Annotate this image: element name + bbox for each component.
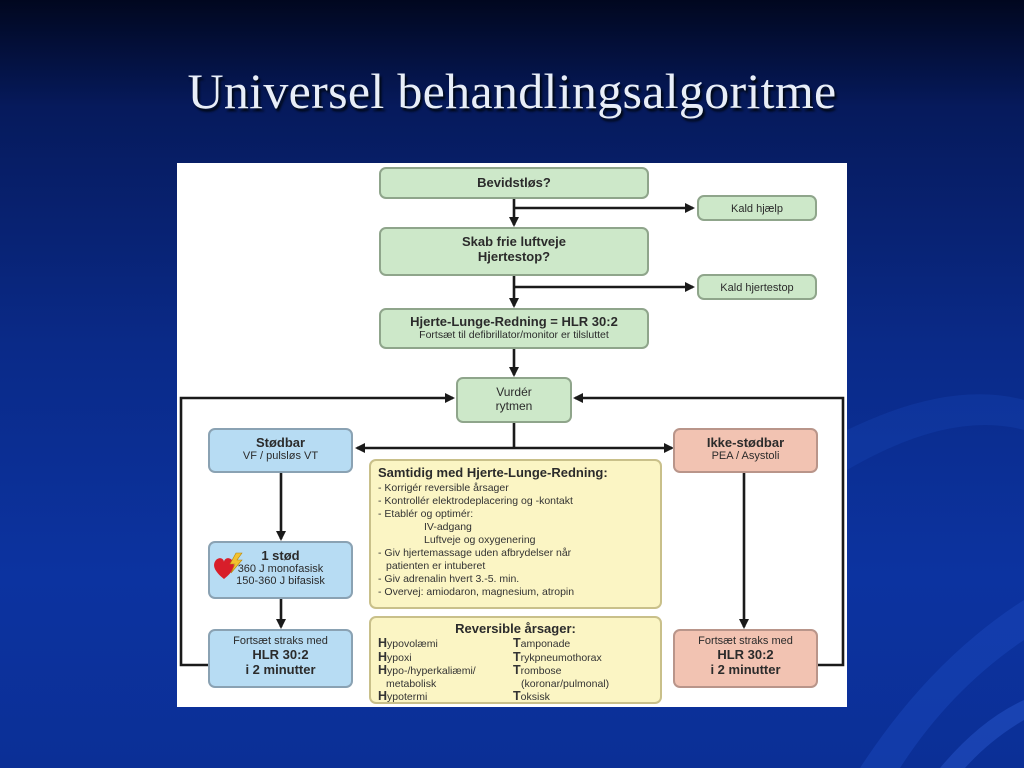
- simultaneous-title: Samtidig med Hjerte-Lunge-Redning:: [378, 465, 608, 480]
- node-assess-line1: Vurdér: [496, 385, 532, 399]
- node-continue-left-line2: HLR 30:2: [252, 647, 309, 662]
- reversible-t-list: Tamponade Trykpneumothorax Trombose (kor…: [513, 637, 609, 704]
- node-continue-left-line3: i 2 minutter: [245, 662, 316, 677]
- node-call-help: Kald hjælp: [697, 195, 817, 221]
- loop-right: [573, 393, 845, 667]
- simultaneous-item: - Etablér og optimér:: [378, 508, 474, 520]
- node-cpr-title: Hjerte-Lunge-Redning = HLR 30:2: [410, 314, 618, 329]
- node-call-arrest: Kald hjertestop: [697, 274, 817, 300]
- node-call-help-label: Kald hjælp: [731, 203, 783, 215]
- simultaneous-item: - Korrigér reversible årsager: [378, 482, 509, 494]
- simultaneous-item: - Giv adrenalin hvert 3.-5. min.: [378, 573, 520, 585]
- reversible-item: Hypoxi: [378, 649, 412, 664]
- reversible-item: Toksisk: [513, 689, 550, 703]
- node-continue-right-line1: Fortsæt straks med: [698, 635, 793, 647]
- node-airway: Skab frie luftveje Hjertestop?: [379, 227, 649, 276]
- simultaneous-list: - Korrigér reversible årsager - Kontroll…: [378, 482, 652, 599]
- reversible-item: Hypovolæmi: [378, 636, 438, 650]
- loop-left: [179, 393, 455, 667]
- flow-arrows: [179, 199, 845, 667]
- slide-title: Universel behandlingsalgoritme: [187, 63, 837, 119]
- node-airway-line1: Skab frie luftveje: [461, 234, 567, 249]
- node-shock: 1 stød 360 J monofasisk 150-360 J bifasi…: [208, 541, 353, 599]
- node-continue-right-line2: HLR 30:2: [717, 647, 774, 662]
- reversible-title: Reversible årsager:: [455, 621, 576, 636]
- node-shockable-title: Stødbar: [255, 435, 306, 450]
- simultaneous-item: IV-adgang: [424, 521, 472, 533]
- node-shock-line1: 360 J monofasisk: [237, 563, 324, 575]
- node-unconscious: Bevidstløs?: [379, 167, 649, 199]
- node-shock-line2: 150-360 J bifasisk: [236, 575, 325, 587]
- reversible-box: Reversible årsager: Hypovolæmi Hypoxi Hy…: [369, 616, 662, 704]
- node-continue-left: Fortsæt straks med HLR 30:2 i 2 minutter: [208, 629, 353, 688]
- node-nonshockable-subtitle: PEA / Asystoli: [711, 450, 780, 462]
- heart-lightning-icon: [214, 552, 243, 579]
- node-shockable-subtitle: VF / pulsløs VT: [242, 450, 319, 462]
- simultaneous-item: patienten er intuberet: [386, 560, 486, 572]
- node-shockable: Stødbar VF / pulsløs VT: [208, 428, 353, 473]
- reversible-item: Hypo-/hyperkaliæmi/: [378, 663, 476, 677]
- node-cpr: Hjerte-Lunge-Redning = HLR 30:2 Fortsæt …: [379, 308, 649, 349]
- reversible-item: Trombose: [513, 663, 562, 677]
- node-call-arrest-label: Kald hjertestop: [720, 282, 794, 294]
- node-cpr-subtitle: Fortsæt til defibrillator/monitor er til…: [419, 329, 609, 341]
- reversible-item: metabolisk: [386, 677, 437, 690]
- simultaneous-item: - Kontrollér elektrodeplacering og -kont…: [378, 495, 573, 507]
- simultaneous-item: - Overvej: amiodaron, magnesium, atropin: [378, 586, 575, 598]
- reversible-item: Tamponade: [513, 636, 571, 650]
- reversible-item: (koronar/pulmonal): [521, 677, 610, 690]
- reversible-item: Trykpneumothorax: [513, 649, 602, 664]
- node-assess-line2: rytmen: [495, 399, 533, 413]
- node-continue-right: Fortsæt straks med HLR 30:2 i 2 minutter: [673, 629, 818, 688]
- simultaneous-item: Luftveje og oxygenering: [424, 534, 536, 546]
- reversible-item: Hypotermi: [378, 689, 428, 703]
- node-nonshockable-title: Ikke-stødbar: [706, 435, 785, 450]
- simultaneous-item: - Giv hjertemassage uden afbrydelser når: [378, 547, 572, 559]
- node-continue-left-line1: Fortsæt straks med: [233, 635, 328, 647]
- reversible-h-list: Hypovolæmi Hypoxi Hypo-/hyperkaliæmi/ me…: [378, 637, 476, 704]
- node-shock-title: 1 stød: [261, 548, 300, 563]
- node-unconscious-label: Bevidstløs?: [477, 175, 551, 190]
- node-nonshockable: Ikke-stødbar PEA / Asystoli: [673, 428, 818, 473]
- node-assess-rhythm: Vurdér rytmen: [456, 377, 572, 423]
- node-airway-line2: Hjertestop?: [477, 249, 551, 264]
- algorithm-diagram: Bevidstløs? Kald hjælp Skab frie luftvej…: [177, 163, 847, 707]
- node-continue-right-line3: i 2 minutter: [710, 662, 781, 677]
- simultaneous-box: Samtidig med Hjerte-Lunge-Redning: - Kor…: [369, 459, 662, 609]
